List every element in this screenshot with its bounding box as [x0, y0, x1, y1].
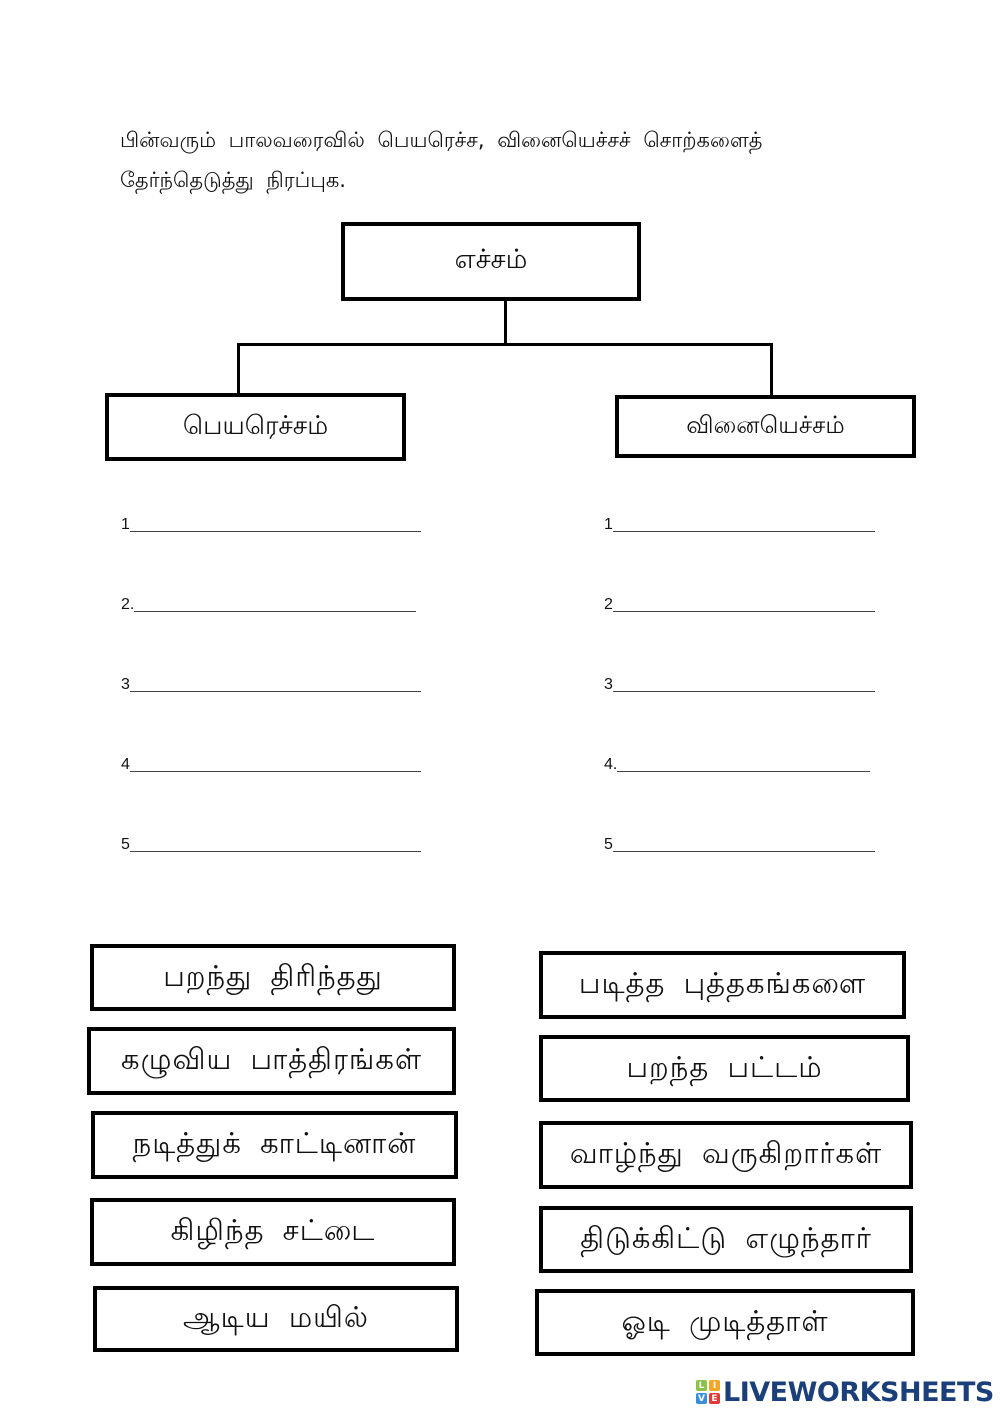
logo-letter-l: L: [696, 1380, 707, 1391]
word-card[interactable]: கிழிந்த சட்டை: [90, 1198, 456, 1266]
instruction-line-1: பின்வரும் பாலவரைவில் பெயரெச்ச, வினையெச்ச…: [120, 128, 763, 152]
word-card[interactable]: படித்த புத்தகங்களை: [539, 951, 906, 1019]
blank-line[interactable]: [612, 611, 875, 612]
liveworksheets-logo: L I V E LIVEWORKSHEETS: [696, 1376, 994, 1408]
blank-number: 3: [121, 676, 130, 693]
blank-line[interactable]: [612, 531, 875, 532]
blank-number: 1: [604, 516, 613, 533]
word-card-text: படித்த புத்தகங்களை: [578, 966, 867, 1000]
word-card[interactable]: கழுவிய பாத்திரங்கள்: [87, 1027, 456, 1095]
logo-live-icon: L I V E: [696, 1380, 720, 1404]
category-box-peyarecham: பெயரெச்சம்: [105, 393, 406, 461]
word-card[interactable]: நடித்துக் காட்டினான்: [91, 1111, 458, 1179]
connector-right-vertical: [770, 345, 773, 397]
answer-blank-right-2[interactable]: 2: [604, 593, 875, 613]
word-card-text: ஆடிய மயில்: [182, 1300, 369, 1334]
blank-line[interactable]: [612, 851, 875, 852]
word-card[interactable]: ஆடிய மயில்: [93, 1286, 459, 1352]
word-card-text: ஓடி முடித்தாள்: [621, 1303, 829, 1338]
word-card[interactable]: பறந்த பட்டம்: [539, 1035, 910, 1102]
brand-text: LIVEWORKSHEETS: [723, 1376, 994, 1408]
instruction-text: பின்வரும் பாலவரைவில் பெயரெச்ச, வினையெச்ச…: [120, 120, 880, 200]
connector-left-vertical: [237, 343, 240, 395]
instruction-line-2: தேர்ந்தெடுத்து நிரப்புக.: [120, 168, 346, 192]
word-card-text: கழுவிய பாத்திரங்கள்: [120, 1042, 423, 1076]
connector-horizontal: [237, 343, 773, 346]
word-card-text: திடுக்கிட்டு எழுந்தார்: [580, 1220, 872, 1255]
word-card-text: வாழ்ந்து வருகிறார்கள்: [569, 1136, 883, 1170]
blank-number: 4: [121, 756, 130, 773]
word-card[interactable]: வாழ்ந்து வருகிறார்கள்: [539, 1121, 913, 1189]
blank-number: 3: [604, 676, 613, 693]
answer-blank-right-4[interactable]: 4.: [604, 753, 870, 773]
blank-number: 4.: [604, 756, 618, 773]
blank-line[interactable]: [617, 771, 870, 772]
answer-blank-left-5[interactable]: 5: [121, 833, 421, 853]
category-label-vinaiyecham: வினையெச்சம்: [686, 411, 845, 439]
root-concept-box: எச்சம்: [341, 222, 641, 301]
blank-line[interactable]: [612, 691, 875, 692]
blank-line[interactable]: [129, 531, 421, 532]
word-card[interactable]: ஓடி முடித்தாள்: [535, 1289, 915, 1356]
blank-line[interactable]: [129, 691, 421, 692]
answer-blank-right-3[interactable]: 3: [604, 673, 875, 693]
blank-line[interactable]: [129, 771, 421, 772]
blank-line[interactable]: [134, 611, 416, 612]
logo-letter-i: I: [709, 1380, 720, 1391]
logo-letter-v: V: [696, 1393, 707, 1404]
word-card-text: கிழிந்த சட்டை: [170, 1213, 376, 1247]
blank-number: 2: [604, 596, 613, 613]
blank-number: 1: [121, 516, 130, 533]
answer-blank-left-2[interactable]: 2.: [121, 593, 416, 613]
category-box-vinaiyecham: வினையெச்சம்: [615, 395, 916, 458]
answer-blank-left-4[interactable]: 4: [121, 753, 421, 773]
category-label-peyarecham: பெயரெச்சம்: [182, 410, 329, 441]
answer-blank-right-1[interactable]: 1: [604, 513, 875, 533]
answer-blank-left-3[interactable]: 3: [121, 673, 421, 693]
word-card-text: பறந்த பட்டம்: [626, 1049, 823, 1084]
connector-root-vertical: [504, 300, 507, 345]
blank-number: 5: [604, 836, 613, 853]
blank-line[interactable]: [129, 851, 421, 852]
word-card[interactable]: திடுக்கிட்டு எழுந்தார்: [539, 1206, 913, 1273]
word-card-text: நடித்துக் காட்டினான்: [132, 1126, 417, 1160]
blank-number: 2.: [121, 596, 135, 613]
answer-blank-left-1[interactable]: 1: [121, 513, 421, 533]
word-card-text: பறந்து திரிந்தது: [163, 958, 383, 993]
word-card[interactable]: பறந்து திரிந்தது: [90, 944, 456, 1011]
logo-letter-e: E: [709, 1393, 720, 1404]
root-concept-label: எச்சம்: [454, 244, 528, 275]
blank-number: 5: [121, 836, 130, 853]
answer-blank-right-5[interactable]: 5: [604, 833, 875, 853]
